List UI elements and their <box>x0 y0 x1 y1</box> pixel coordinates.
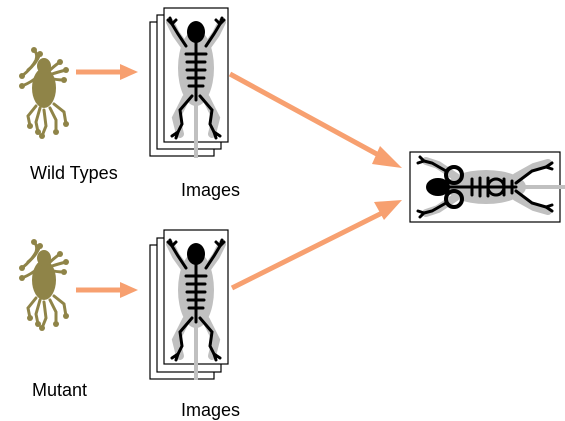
arrow-top-to-result <box>228 71 402 168</box>
wild-types-label: Wild Types <box>30 163 118 183</box>
mutant-arrow <box>76 282 138 298</box>
images-label-bottom: Images <box>181 400 241 420</box>
wild-type-frog-icon <box>17 45 71 141</box>
mutant-image-stack <box>149 229 229 380</box>
arrow-bottom-to-result <box>230 200 402 291</box>
images-label-top: Images <box>181 180 241 200</box>
result-image <box>409 151 565 223</box>
wild-type-arrow <box>76 64 138 80</box>
wild-type-image-stack <box>149 7 229 158</box>
mutant-frog-icon <box>17 237 71 333</box>
mutant-label: Mutant <box>32 380 88 400</box>
